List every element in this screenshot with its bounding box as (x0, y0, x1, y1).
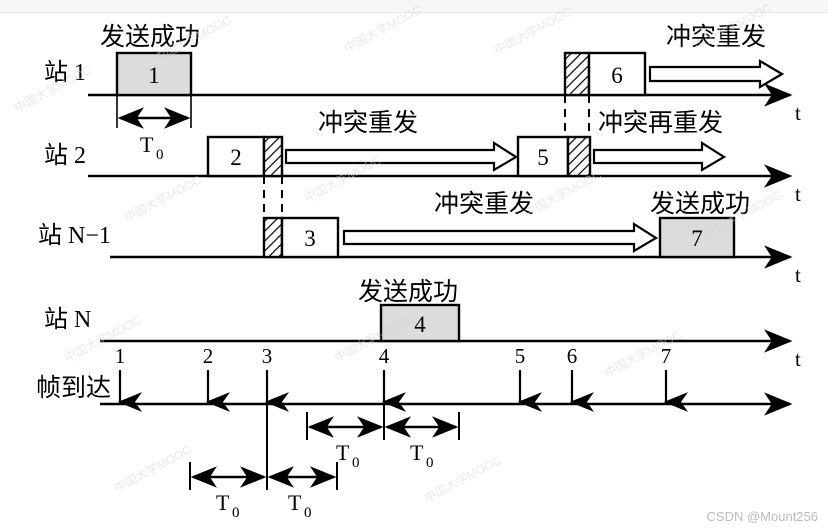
arrival-marker-3-label: 3 (262, 344, 273, 368)
station-1-callout-success: 发送成功 (100, 23, 200, 51)
station-n-1-callout-retransmit: 冲突重发 (434, 190, 534, 218)
station-2-collision-block-2 (566, 135, 592, 178)
station-n-row: 站 N t 发送成功 4 (44, 278, 801, 371)
station-2-callout-retransmit: 冲突重发 (318, 109, 418, 137)
arrival-marker-5: 5 (515, 344, 542, 412)
station-n-axis-label: t (795, 347, 801, 371)
station-2-collision-block-1 (262, 135, 284, 178)
station-n-frame-4-label: 4 (414, 312, 426, 337)
arrival-marker-6-label: 6 (567, 344, 578, 368)
station-1-callout-retransmit: 冲突重发 (666, 23, 766, 51)
station-n-1-row: 站 N−1 t 冲突重发 发送成功 3 7 (38, 190, 801, 287)
station-n-1-label: 站 N−1 (38, 222, 111, 249)
bottom-measure-group-upper: T 0 T 0 (306, 404, 460, 471)
arrival-marker-2-label: 2 (203, 344, 214, 368)
station-1-frame-1-box (115, 51, 193, 97)
station-n-1-frame-7-label: 7 (691, 226, 703, 251)
arrival-marker-4: 4 (379, 344, 406, 412)
arrival-marker-6: 6 (567, 344, 594, 412)
arrival-marker-1-label: 1 (115, 344, 126, 368)
frame-arrival-row: 帧到达 1 2 3 4 5 6 (36, 344, 793, 416)
station-2-row: 站 2 t 冲突重发 冲突再重发 2 5 (44, 109, 801, 206)
bottom-measure-3-sub: 0 (232, 505, 240, 521)
station-n-1-callout-success: 发送成功 (650, 190, 750, 218)
station-n-1-retransmit-arrow (342, 221, 659, 253)
station-1-collision-block (563, 51, 591, 97)
station-2-frame-2-label: 2 (230, 145, 242, 170)
bottom-measure-2-label: T (410, 440, 424, 465)
station-1-axis-label: t (795, 101, 801, 125)
station-n-1-frame-3-box (280, 216, 340, 259)
station-2-re-retransmit-arrow (592, 140, 727, 172)
station-n-label: 站 N (44, 306, 91, 333)
station-n-1-frame-7-box (658, 216, 736, 259)
bottom-measure-1-sub: 0 (352, 455, 360, 471)
station-1-frame-1-label: 1 (148, 63, 160, 88)
bottom-measure-4-sub: 0 (304, 505, 312, 521)
station-n-1-collision-block (262, 216, 284, 259)
csdn-watermark: CSDN @Mount256 (706, 509, 818, 524)
station-2-label: 站 2 (44, 142, 86, 169)
bottom-measure-4-label: T (288, 490, 302, 515)
arrival-marker-4-label: 4 (379, 344, 390, 368)
arrival-marker-7: 7 (661, 344, 688, 412)
station-n-1-axis-label: t (795, 263, 801, 287)
station-2-frame-5-label: 5 (537, 145, 549, 170)
station-1-retransmit-arrow (648, 59, 785, 89)
station-n-frame-4-box (379, 303, 461, 343)
station-2-retransmit-arrow (284, 140, 519, 172)
station-1-row: 站 1 t 发送成功 1 T 0 冲突重发 6 (44, 23, 801, 163)
station-1-label: 站 1 (44, 59, 86, 86)
dashed-connectors-2-n1 (263, 176, 283, 212)
bottom-measure-1-label: T (336, 440, 350, 465)
station-2-frame-2-box (206, 135, 266, 178)
station-n-callout-success: 发送成功 (358, 278, 458, 306)
station-1-frame-6-label: 6 (611, 63, 623, 88)
bottom-measure-group-lower: T 0 T 0 (189, 404, 338, 521)
arrival-marker-1: 1 (115, 344, 142, 412)
station-n-1-frame-3-label: 3 (304, 226, 316, 251)
arrival-marker-3: 3 (262, 344, 289, 412)
station-2-callout-re-retransmit: 冲突再重发 (598, 109, 723, 137)
station-2-axis-label: t (795, 182, 801, 206)
arrival-marker-7-label: 7 (661, 344, 672, 368)
bottom-measure-2-sub: 0 (426, 455, 434, 471)
bottom-measure-3-label: T (216, 490, 230, 515)
station-1-t0-subscript: 0 (156, 147, 164, 163)
arrival-marker-2: 2 (203, 344, 230, 412)
frame-arrival-label: 帧到达 (36, 374, 111, 402)
station-1-frame-6-box (587, 51, 647, 97)
station-1-t0-label: T (140, 132, 154, 157)
arrival-marker-5-label: 5 (515, 344, 526, 368)
station-2-frame-5-box (516, 135, 570, 178)
top-strip (0, 0, 828, 13)
